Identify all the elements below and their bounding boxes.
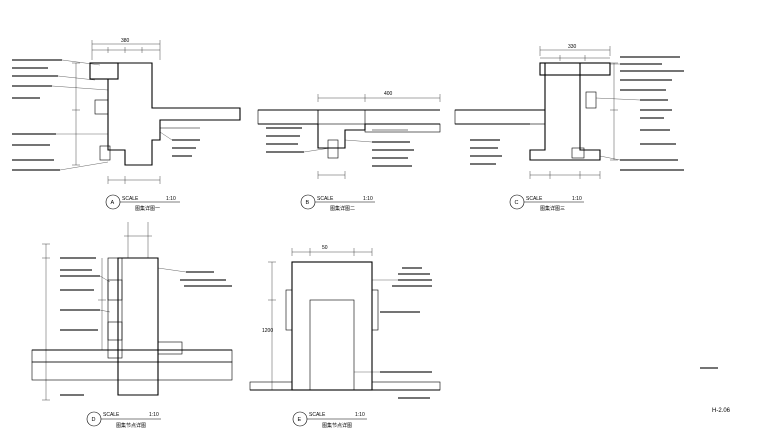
detail-b-right-notes <box>344 139 414 167</box>
detail-a-left-notes <box>12 59 109 171</box>
detail-c-left-notes <box>470 139 502 165</box>
detail-c-title: 图集详图三 <box>540 205 565 212</box>
detail-c: 330 <box>454 44 684 212</box>
detail-e-scale-label: SCALE <box>309 412 326 418</box>
detail-b-left-notes <box>266 127 331 153</box>
detail-a-scale: 1:10 <box>166 196 176 202</box>
detail-a-title: 图集详图一 <box>135 205 160 212</box>
detail-c-right-notes <box>595 56 684 171</box>
detail-d-left-notes <box>60 257 111 396</box>
detail-b-title: 图集详图二 <box>330 205 355 212</box>
detail-c-scale: 1:10 <box>572 196 582 202</box>
dim-b-mid: 400 <box>384 91 393 97</box>
detail-d-scale: 1:10 <box>149 412 159 418</box>
dim-e-small: 50 <box>322 245 328 251</box>
sheet-number: H-2.06 <box>712 408 731 414</box>
detail-c-scale-label: SCALE <box>526 196 543 202</box>
dim-a-top: 380 <box>121 38 130 44</box>
detail-e-scale: 1:10 <box>355 412 365 418</box>
detail-b-scale: 1:10 <box>363 196 373 202</box>
detail-a-marker-label: A <box>111 200 115 206</box>
detail-b-scale-label: SCALE <box>317 196 334 202</box>
dim-e-side: 1200 <box>262 328 273 334</box>
detail-e-marker-label: E <box>298 417 302 423</box>
detail-a-right-notes <box>159 131 200 157</box>
detail-d-right-notes <box>157 267 232 287</box>
detail-c-marker-label: C <box>515 200 519 206</box>
detail-a-scale-label: SCALE <box>122 196 139 202</box>
detail-b: 400 B SCALE 1:10 图集详图二 <box>257 91 441 212</box>
detail-e-title: 图集节点详图 <box>322 422 352 429</box>
detail-d-scale-label: SCALE <box>103 412 120 418</box>
detail-a: 380 <box>12 38 241 212</box>
detail-e: 50 1200 E SCALE 1:10 图集节点详图 <box>249 245 441 429</box>
detail-d-title: 图集节点详图 <box>116 422 146 429</box>
detail-d-marker-label: D <box>92 417 96 423</box>
detail-b-marker-label: B <box>306 200 310 206</box>
detail-e-right-notes <box>354 267 432 399</box>
dim-c-top: 330 <box>568 44 577 50</box>
detail-d: D SCALE 1:10 图集节点详图 <box>31 222 233 429</box>
